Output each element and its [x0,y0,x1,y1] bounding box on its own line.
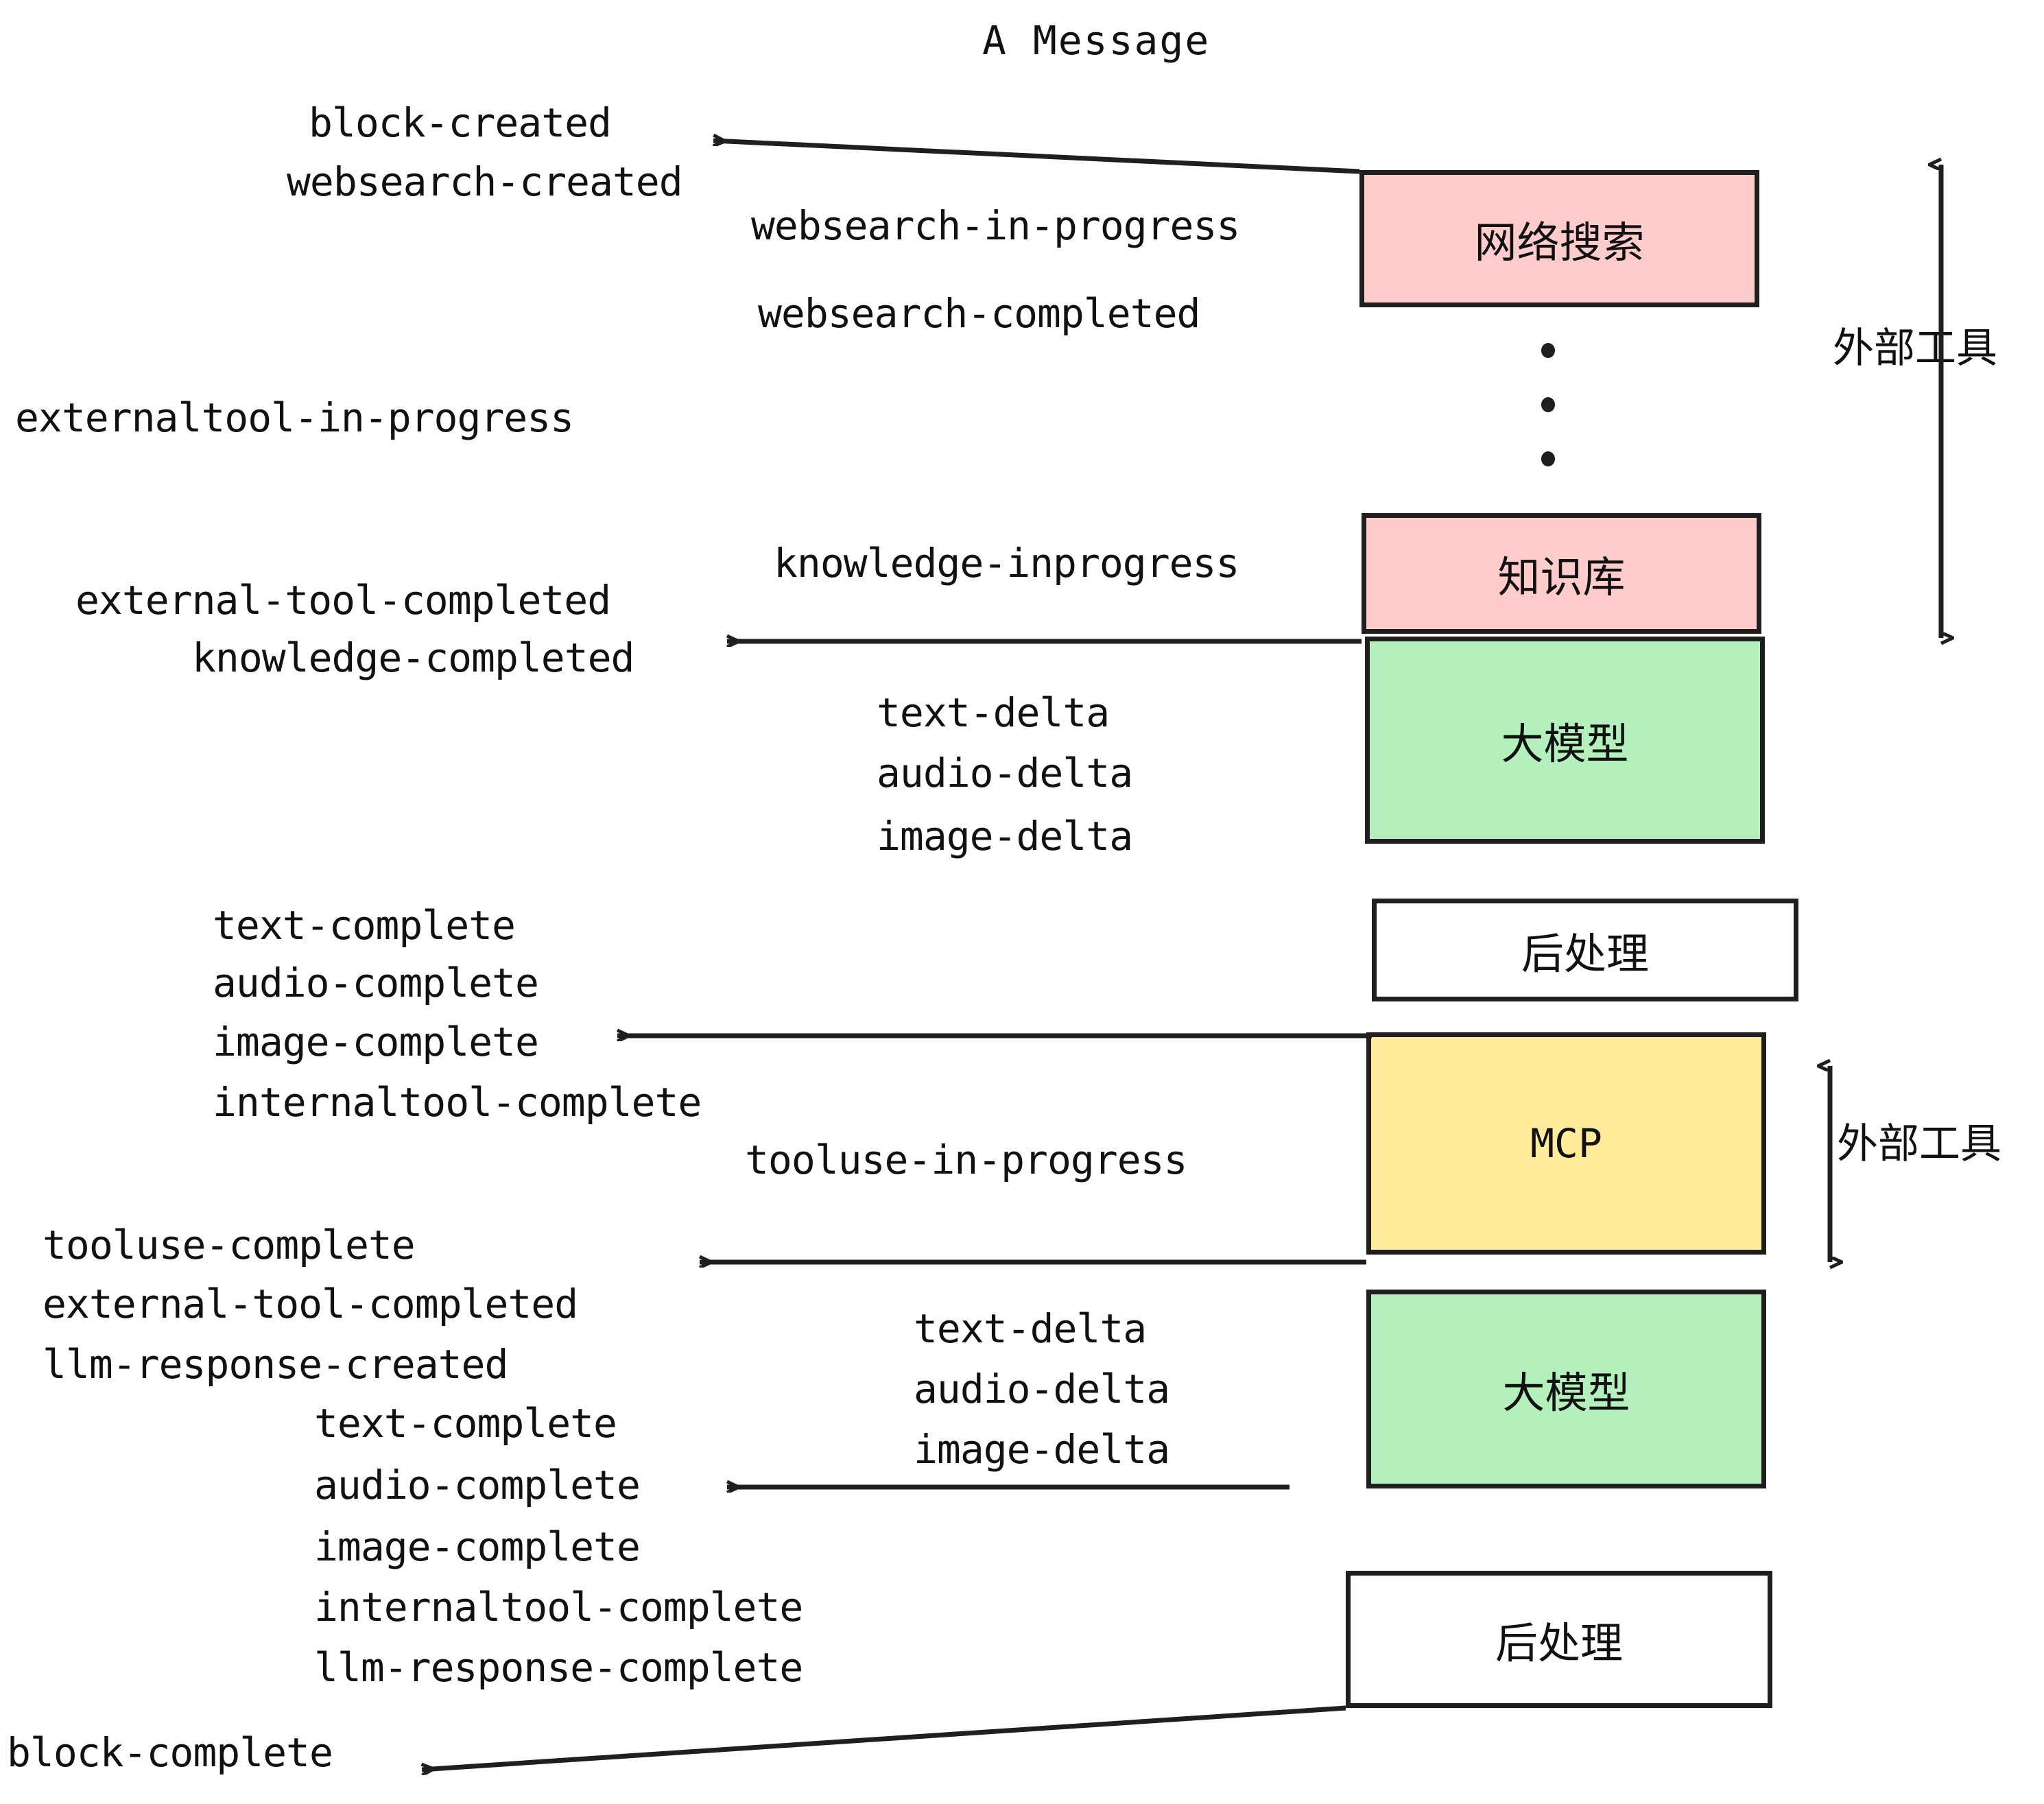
event-label-externaltool-in-progress: externaltool-in-progress [15,394,574,441]
box-label-knowledge: 知识库 [1497,552,1626,602]
box-knowledge[interactable]: 知识库 [1362,513,1761,634]
event-label-text-complete-2: text-complete [314,1400,617,1447]
event-label-knowledge-completed: knowledge-completed [192,634,634,681]
vertical-ellipsis [1540,343,1556,466]
box-label-llm-bottom: 大模型 [1502,1368,1630,1418]
box-label-llm-top: 大模型 [1501,719,1629,769]
side-label-external-tools-top: 外部工具 [1833,324,1997,372]
box-postprocess-bottom[interactable]: 后处理 [1346,1571,1772,1708]
event-label-audio-complete-1: audio-complete [213,960,539,1006]
event-label-audio-complete-2: audio-complete [314,1462,641,1508]
ellipsis-dot [1541,451,1555,466]
page-title: A Message [982,17,1211,64]
event-label-image-delta-1: image-delta [877,813,1133,859]
event-label-image-complete-2: image-complete [314,1523,641,1570]
side-label-external-tools-bottom: 外部工具 [1837,1120,2001,1168]
ellipsis-dot [1541,343,1555,358]
box-postprocess-top[interactable]: 后处理 [1372,899,1798,1001]
event-label-block-created: block-created [309,99,612,146]
event-label-tooluse-complete: tooluse-complete [43,1222,416,1268]
event-label-audio-delta-2: audio-delta [914,1366,1170,1412]
box-label-mcp: MCP [1530,1120,1602,1167]
box-mcp[interactable]: MCP [1366,1032,1766,1255]
box-label-postprocess-bottom: 后处理 [1495,1618,1623,1668]
event-label-tooluse-in-progress: tooluse-in-progress [745,1137,1187,1183]
arrow-postprocess-bottom-to-block-complete [422,1705,1346,1770]
event-label-internaltool-complete-2: internaltool-complete [314,1584,803,1630]
event-label-external-tool-completed-2: external-tool-completed [43,1281,578,1327]
box-llm-top[interactable]: 大模型 [1365,637,1765,844]
event-label-text-delta-1: text-delta [877,689,1110,736]
box-label-websearch: 网络搜索 [1474,217,1645,268]
event-label-text-complete-1: text-complete [213,902,516,949]
box-websearch[interactable]: 网络搜索 [1359,170,1759,307]
arrow-websearch-to-created [713,141,1360,174]
box-llm-bottom[interactable]: 大模型 [1366,1290,1766,1488]
event-label-websearch-in-progress: websearch-in-progress [751,202,1240,249]
event-label-external-tool-completed-1: external-tool-completed [75,577,611,624]
event-label-block-complete: block-complete [7,1729,333,1776]
event-label-websearch-completed: websearch-completed [758,290,1200,337]
ellipsis-dot [1541,397,1555,412]
box-label-postprocess-top: 后处理 [1521,929,1649,979]
event-label-audio-delta-1: audio-delta [877,750,1133,796]
event-label-image-complete-1: image-complete [213,1019,539,1065]
event-label-llm-response-complete: llm-response-complete [314,1644,803,1691]
event-label-knowledge-inprogress: knowledge-inprogress [774,540,1239,586]
event-label-internaltool-complete-1: internaltool-complete [213,1079,702,1126]
event-label-llm-response-created: llm-response-created [43,1341,508,1388]
event-label-image-delta-2: image-delta [914,1426,1170,1473]
event-label-websearch-created: websearch-created [287,158,683,205]
event-label-text-delta-2: text-delta [914,1305,1147,1352]
